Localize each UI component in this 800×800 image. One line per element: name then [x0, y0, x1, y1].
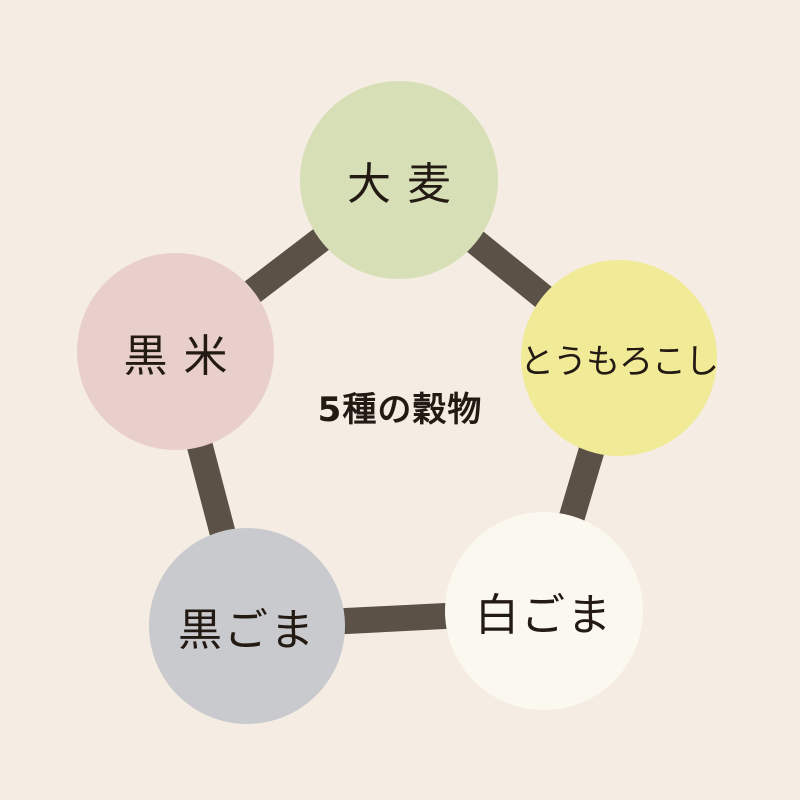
node-label-white-sesame: 白ごま [475, 590, 613, 641]
node-barley: 大麦 [300, 81, 498, 279]
node-corn: とうもろこし [520, 260, 719, 456]
node-black-rice: 黒米 [77, 253, 274, 450]
node-label-black-sesame: 黒ごま [178, 605, 316, 656]
node-white-sesame: 白ごま [445, 512, 643, 710]
node-black-sesame: 黒ごま [149, 528, 345, 724]
node-label-black-rice: 黒米 [123, 330, 244, 382]
node-label-corn: とうもろこし [520, 341, 719, 382]
diagram-title: 5種の穀物 [317, 390, 483, 430]
node-label-barley: 大麦 [347, 159, 467, 210]
